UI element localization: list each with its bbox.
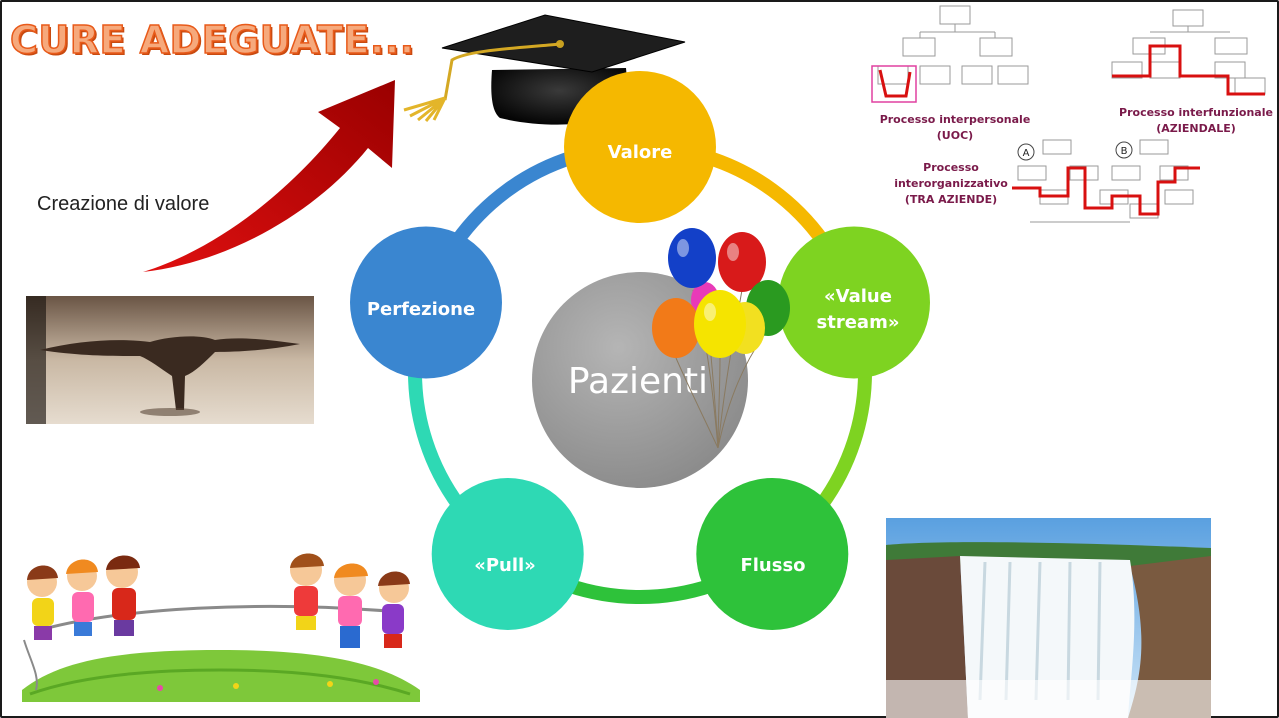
process-label-processo: Processo <box>923 161 979 174</box>
process-marker-b: B <box>1121 146 1128 157</box>
node-perfezione-label: Perfezione <box>367 299 475 320</box>
graduation-cap-icon <box>403 14 686 125</box>
process-label-aziendale: (AZIENDALE) <box>1156 122 1236 135</box>
node-pull-label: «Pull» <box>474 555 536 576</box>
process-label-interpersonale: Processo interpersonale <box>880 113 1031 126</box>
process-label-tra-aziende: (TRA AZIENDE) <box>905 193 997 206</box>
node-valore-label: Valore <box>608 142 673 163</box>
process-label-interorganizzativo: interorganizzativo <box>894 177 1008 190</box>
balloons-icon <box>652 228 790 449</box>
node-flusso-label: Flusso <box>740 555 805 576</box>
waterfall-image <box>886 518 1211 718</box>
node-valore <box>564 71 716 223</box>
process-marker-a: A <box>1023 148 1030 159</box>
node-value-stream-label-2: stream» <box>817 312 900 333</box>
process-label-uoc: (UOC) <box>937 129 973 142</box>
slide-title: CURE ADEGUATE... <box>9 17 415 63</box>
tug-of-war-kids-image <box>22 553 420 702</box>
center-label: Pazienti <box>568 361 708 402</box>
node-value-stream <box>778 226 930 379</box>
node-value-stream-label-1: «Value <box>824 286 892 307</box>
balance-sculpture-image <box>26 296 314 424</box>
growth-arrow-icon <box>143 80 395 272</box>
node-perfezione <box>350 226 502 379</box>
value-creation-caption: Creazione di valore <box>37 193 210 215</box>
process-markers: A B <box>1017 141 1133 161</box>
process-marker-highlight <box>871 65 917 103</box>
process-flow-lines <box>1012 44 1265 216</box>
node-flusso <box>696 478 849 630</box>
node-pull <box>431 478 584 630</box>
cycle-nodes <box>350 71 930 630</box>
process-label-interfunzionale: Processo interfunzionale <box>1119 106 1273 119</box>
